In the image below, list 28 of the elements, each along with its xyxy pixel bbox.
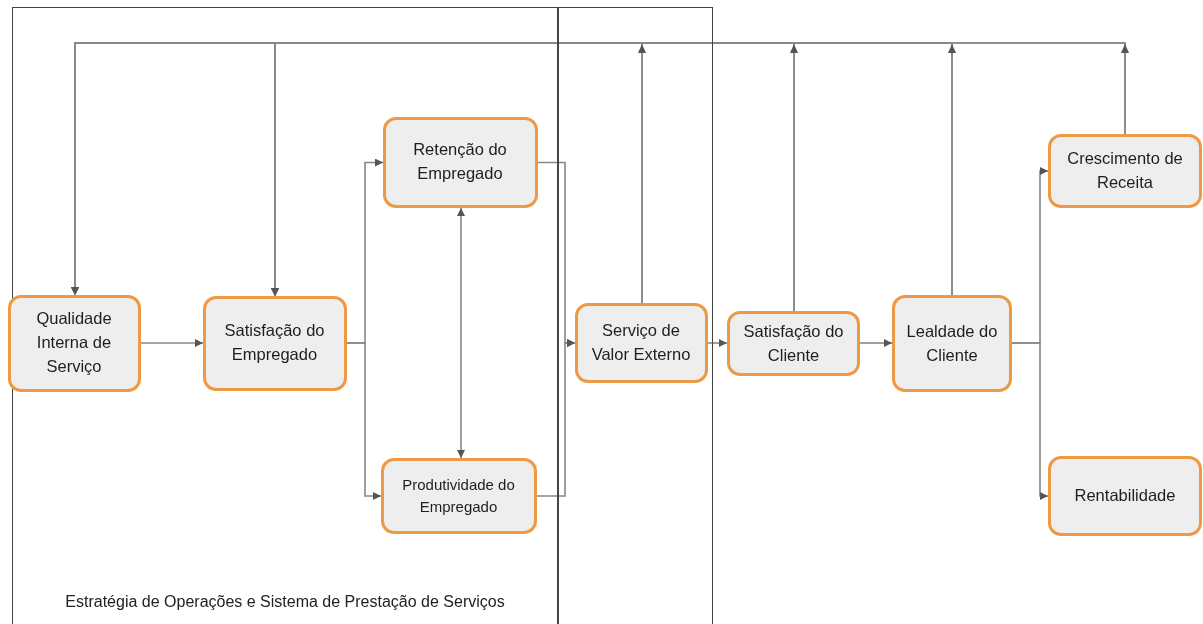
box-label: Produtividade do Empregado: [401, 474, 516, 517]
box-label: Rentabilidade: [1074, 485, 1176, 507]
box-label: Crescimento de Receita: [1066, 148, 1184, 193]
box-label: Serviço de Valor Externo: [590, 319, 692, 365]
connector-arrow: [707, 339, 728, 347]
region-label: Estratégia de Operações e Sistema de Prestação de Serviços: [64, 592, 506, 612]
box-label: Qualidade Interna de Serviço: [35, 308, 113, 377]
connector-arrow: [536, 339, 576, 497]
box-label: Lealdade do Cliente: [905, 320, 999, 366]
connector-arrow: [140, 339, 204, 347]
box-label: Satisfação do Empregado: [223, 320, 326, 365]
process-box: [574, 302, 708, 383]
connector-arrow: [271, 42, 1126, 297]
region-frame: [558, 7, 713, 624]
process-box: [727, 311, 860, 376]
connector-arrow: [457, 207, 465, 459]
process-box: [892, 295, 1012, 392]
process-box: [382, 116, 538, 208]
box-label: Satisfação do Cliente: [742, 320, 845, 366]
process-box: [380, 457, 537, 534]
process-box: [1048, 134, 1202, 208]
connector-arrow: [859, 339, 893, 347]
process-box: [7, 294, 141, 392]
box-label: Retenção do Empregado: [412, 139, 508, 184]
process-box: [202, 295, 347, 391]
connector-arrow: [1011, 342, 1049, 500]
process-box: [1048, 456, 1202, 536]
connector-arrow: [346, 342, 382, 500]
